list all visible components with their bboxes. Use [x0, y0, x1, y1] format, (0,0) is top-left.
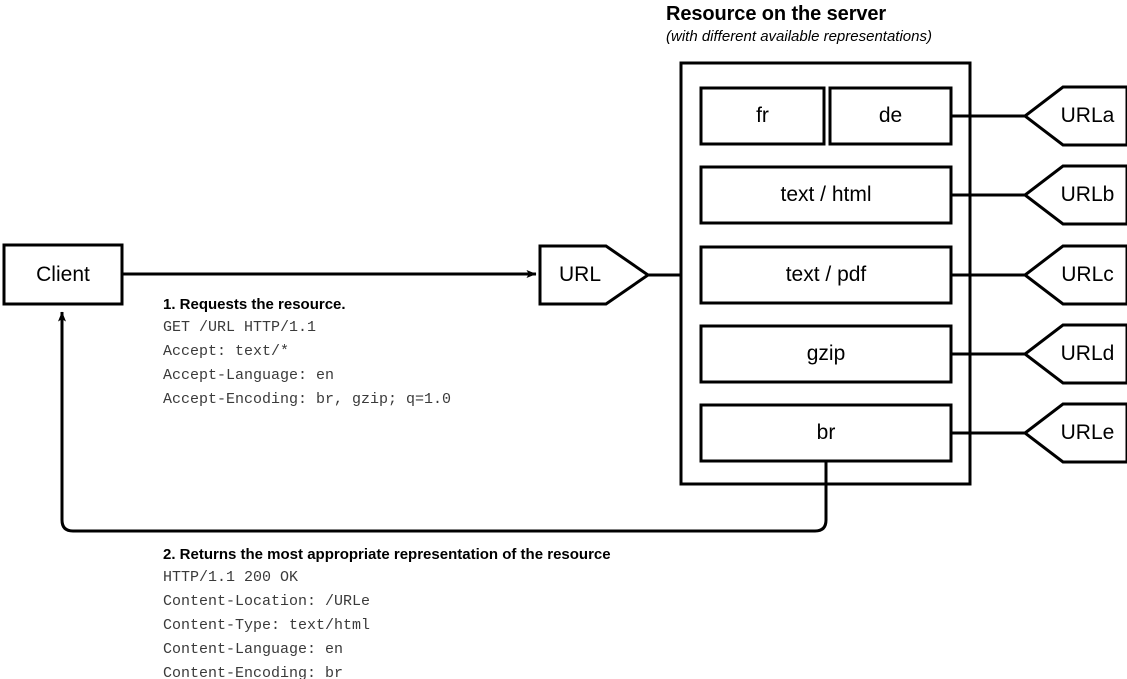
url-variant-shape-a[interactable]: [1022, 85, 1127, 147]
step-request-title: 1. Requests the resource.: [163, 296, 346, 313]
rep-box-br[interactable]: [699, 403, 953, 463]
step-request-line-3: Accept-Language: en: [163, 367, 335, 384]
url-variant-shape-c[interactable]: [1022, 244, 1127, 306]
page-subtitle: (with different available representation…: [666, 28, 932, 45]
rep-box-gzip[interactable]: [699, 324, 953, 384]
rep-label-fr: fr: [756, 104, 769, 127]
step-request-line-4: Accept-Encoding: br, gzip; q=1.0: [163, 391, 452, 408]
url-variant-label-a: URLa: [1060, 104, 1115, 127]
url-variant-label-d: URLd: [1060, 342, 1115, 365]
url-variant-label-b: URLb: [1060, 183, 1115, 206]
client-label: Client: [36, 262, 90, 286]
url-variant-label-c: URLc: [1061, 263, 1114, 286]
step-response-line-2: Content-Location: /URLe: [163, 593, 371, 610]
page-title: Resource on the server: [666, 3, 887, 25]
url-variant-label-e: URLe: [1060, 421, 1115, 444]
rep-label-br: br: [816, 421, 836, 444]
rep-label-gzip: gzip: [806, 342, 846, 365]
step-response-line-3: Content-Type: text/html: [163, 617, 371, 634]
url-node-shape[interactable]: [538, 244, 651, 306]
step-response-line-5: Content-Encoding: br: [163, 665, 344, 679]
client-box[interactable]: [2, 243, 124, 306]
rep-box-text-html[interactable]: [699, 165, 953, 225]
url-node-label: URL: [558, 263, 601, 286]
rep-box-text-pdf[interactable]: [699, 245, 953, 305]
step-request-line-1: GET /URL HTTP/1.1: [163, 319, 317, 336]
step-response-line-1: HTTP/1.1 200 OK: [163, 569, 299, 586]
url-variant-shape-b[interactable]: [1022, 164, 1127, 226]
rep-label-de: de: [878, 104, 903, 127]
step-response-line-4: Content-Language: en: [163, 641, 344, 658]
step-request-line-2: Accept: text/*: [163, 343, 290, 360]
step-response-title: 2. Returns the most appropriate represen…: [163, 546, 611, 563]
rep-label-text-html: text / html: [780, 183, 872, 206]
rep-box-fr[interactable]: [699, 86, 826, 146]
url-variant-shape-e[interactable]: [1022, 402, 1127, 464]
response-path: [58, 311, 828, 533]
url-variant-shape-d[interactable]: [1022, 323, 1127, 385]
rep-label-text-pdf: text / pdf: [785, 263, 867, 286]
